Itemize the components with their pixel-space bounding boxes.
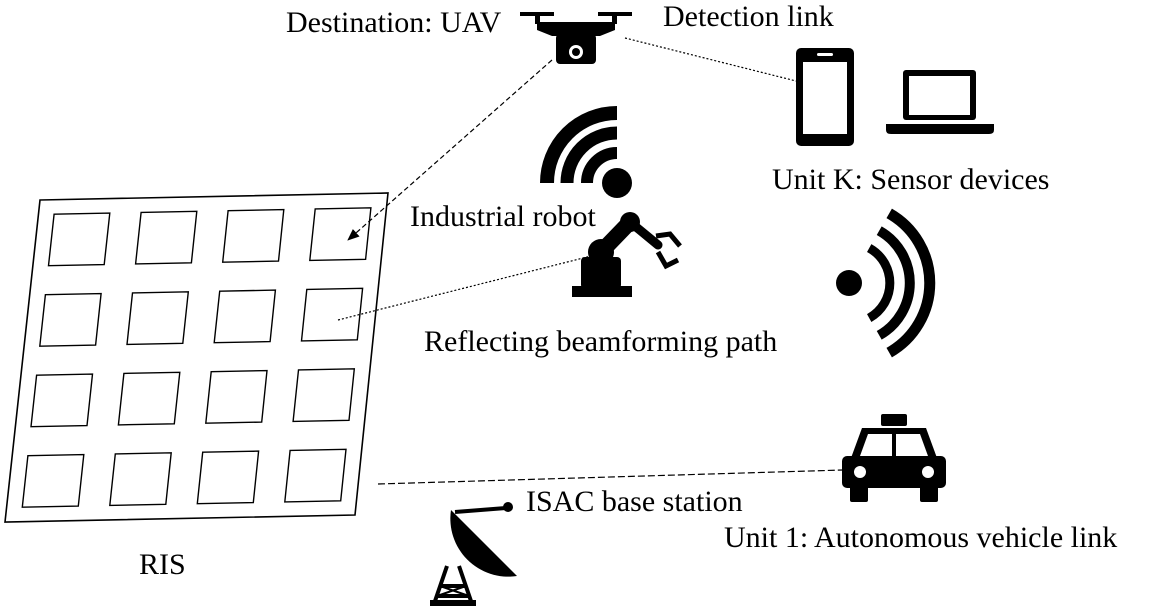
vehicle-link-line [377, 469, 844, 485]
uav-to-ris-arrow [347, 59, 553, 241]
label-reflecting-beamforming-path: Reflecting beamforming path [424, 325, 777, 358]
ris-element [300, 287, 364, 342]
label-ris: RIS [139, 548, 186, 581]
detection-link-line [624, 37, 801, 83]
robot-arm-icon [572, 212, 682, 297]
taxi-icon [842, 414, 946, 502]
satellite-dish-icon [430, 493, 517, 606]
ris-element [39, 292, 102, 347]
links [337, 37, 844, 485]
ris-element [109, 452, 172, 507]
ris-element [126, 291, 190, 346]
wifi-signal-icon-right [836, 208, 936, 358]
wifi-signal-icon-upper [540, 106, 632, 198]
ris-element [117, 371, 181, 426]
label-detection-link: Detection link [663, 0, 834, 33]
ris-element [134, 210, 198, 265]
ris-element [196, 450, 260, 505]
reflecting-beamforming-line [337, 254, 596, 321]
label-unit-k-sensor-devices: Unit K: Sensor devices [772, 163, 1049, 196]
ris-element [205, 369, 268, 424]
ris-panel [4, 192, 389, 523]
smartphone-icon [796, 48, 854, 146]
ris-element [284, 448, 347, 503]
ris-element [221, 208, 285, 263]
ris-element [292, 368, 356, 423]
label-industrial-robot: Industrial robot [410, 200, 596, 233]
ris-element [21, 453, 85, 508]
laptop-icon [886, 70, 994, 134]
ris-element [309, 207, 372, 262]
label-destination-uav: Destination: UAV [286, 6, 502, 39]
label-unit-1-autonomous-vehicle-link: Unit 1: Autonomous vehicle link [724, 521, 1117, 554]
ris-element [47, 212, 111, 267]
ris-frame [4, 192, 389, 523]
drone-icon [520, 12, 632, 64]
ris-cell-grid [21, 207, 372, 508]
label-isac-base-station: ISAC base station [526, 485, 743, 518]
ris-element [213, 289, 277, 344]
ris-element [30, 373, 94, 428]
